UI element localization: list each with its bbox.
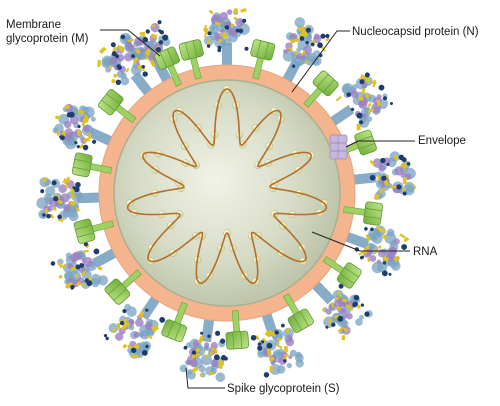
label-membrane-line2: glycoprotein (M) <box>6 33 89 45</box>
label-envelope: Envelope <box>418 135 466 147</box>
label-nucleocapsid-protein: Nucleocapsid protein (N) <box>352 26 479 38</box>
membrane-glycoprotein <box>322 256 362 289</box>
leader-rna <box>311 231 410 252</box>
spike-glycoprotein <box>349 151 417 201</box>
leader-membrane <box>100 29 161 57</box>
spike-glycoprotein <box>179 315 229 382</box>
leader-spike <box>185 367 225 389</box>
spike-glycoprotein <box>327 72 393 131</box>
membrane-glycoprotein <box>71 152 113 178</box>
leader-envelope <box>345 140 415 148</box>
membrane-glycoproteins <box>71 39 384 350</box>
spike-glycoprotein <box>250 309 304 378</box>
membrane-glycoprotein <box>98 89 137 124</box>
membrane-glycoprotein <box>343 201 384 226</box>
spike-glycoprotein <box>203 8 250 69</box>
spike-glycoprotein <box>52 103 116 151</box>
spike-glycoprotein <box>97 38 155 99</box>
membrane-glycoprotein <box>303 70 339 108</box>
label-spike-glycoprotein: Spike glycoprotein (S) <box>227 383 340 395</box>
leader-lines <box>100 29 415 389</box>
spike-glycoprotein <box>103 293 166 359</box>
membrane-glycoprotein <box>154 46 183 87</box>
envelope-protein <box>329 134 348 160</box>
rna-strand <box>126 88 328 285</box>
membrane-glycoprotein <box>73 218 115 244</box>
spike-glycoprotein <box>280 17 330 86</box>
spike-glycoprotein <box>119 20 174 86</box>
membrane-glycoprotein <box>161 301 188 343</box>
membrane-glycoprotein <box>104 269 142 305</box>
membrane-glycoprotein <box>282 293 314 333</box>
label-rna: RNA <box>413 246 438 258</box>
spike-glycoproteins <box>36 8 417 382</box>
label-membrane-glycoprotein: Membrane glycoprotein (M) <box>6 18 88 46</box>
membrane-glycoprotein <box>178 39 204 80</box>
spike-glycoprotein <box>36 176 104 223</box>
leader-nucleocapsid <box>291 30 350 93</box>
viral-interior <box>113 79 341 307</box>
label-membrane-line1: Membrane <box>6 19 61 31</box>
membrane-glycoprotein <box>225 310 250 350</box>
membrane-glycoprotein <box>250 39 276 80</box>
